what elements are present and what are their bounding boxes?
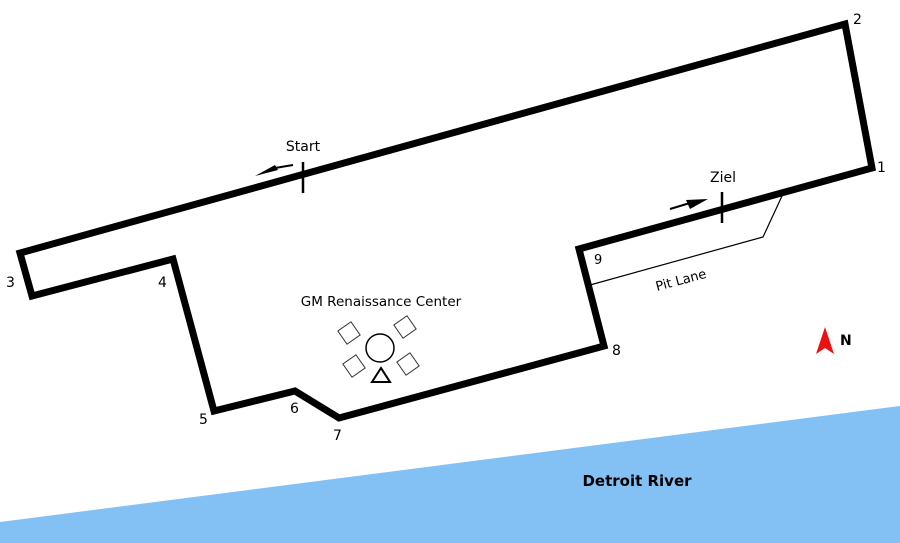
corner-3: 3 [6, 275, 15, 291]
corner-4: 4 [158, 275, 167, 291]
corner-8: 8 [612, 343, 621, 359]
landmark-label: GM Renaissance Center [301, 294, 462, 310]
corner-9: 9 [594, 253, 602, 268]
start-direction-arrow [255, 165, 278, 176]
renaissance-center-icon [337, 315, 420, 383]
pit-lane-label: Pit Lane [654, 267, 708, 295]
finish-direction-arrow [686, 199, 708, 209]
corner-1: 1 [877, 160, 886, 176]
finish-arrow-shaft [669, 202, 691, 210]
corner-6: 6 [290, 401, 299, 417]
detroit-river [0, 406, 900, 543]
start-arrow-shaft [274, 164, 294, 169]
corner-5: 5 [199, 412, 208, 428]
corner-7: 7 [333, 428, 342, 444]
north-arrow-icon [816, 327, 834, 354]
finish-label: Ziel [710, 170, 736, 186]
race-track [15, 19, 877, 422]
start-label: Start [286, 139, 321, 155]
river-label: Detroit River [582, 472, 692, 490]
pit-lane [589, 195, 783, 286]
north-label: N [840, 333, 852, 349]
corner-2: 2 [853, 12, 862, 28]
